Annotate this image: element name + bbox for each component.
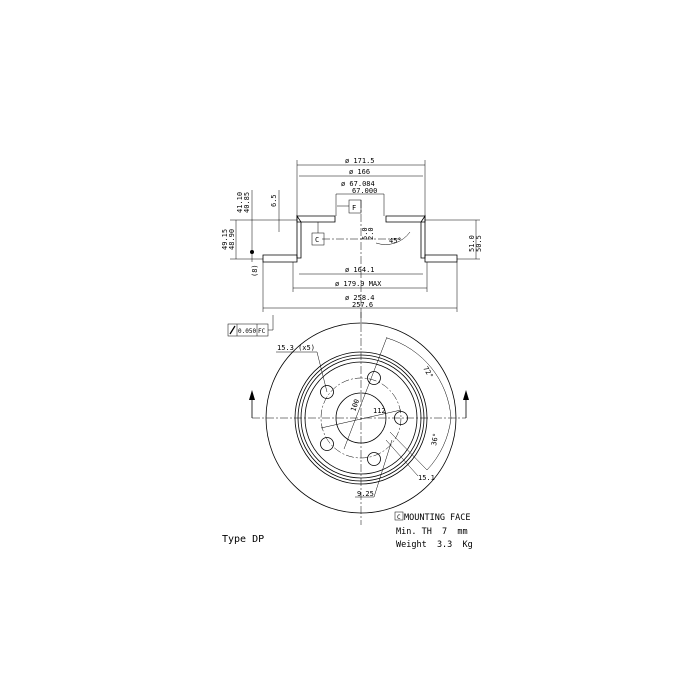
dim-40-85: 40.85 xyxy=(243,192,251,213)
dim-41-10: 41.10 xyxy=(236,192,244,213)
dim-15-1: 15.1 xyxy=(418,474,435,482)
angle-72: 72° xyxy=(421,365,434,380)
runout-symbol-icon xyxy=(229,325,236,335)
dim-5-0: 5.0 xyxy=(361,227,369,240)
weight-note: Weight 3.3 Kg xyxy=(396,540,473,550)
hat-wall-left xyxy=(296,214,302,259)
cross-section-view: ø 171.5 ø 166 ø 67.084 67.000 F C 6.5 41… xyxy=(221,157,483,320)
dim-166: ø 166 xyxy=(349,168,370,176)
bolt-hole xyxy=(320,437,334,451)
notes: C MOUNTING FACE Min. TH 7 mm Weight 3.3 … xyxy=(222,511,473,550)
dim-51-0: 51.0 xyxy=(468,235,476,252)
hat-top-right xyxy=(385,215,426,223)
arrow-up-icon xyxy=(463,390,469,400)
pcd-100: 100 xyxy=(349,398,361,413)
bolt-hole xyxy=(367,452,381,466)
datum-c: C xyxy=(315,236,319,244)
note-c-label: C xyxy=(397,514,401,521)
dim-171-5: ø 171.5 xyxy=(345,157,375,165)
dim-258-4: ø 258.4 xyxy=(345,294,375,302)
dim-8: (8) xyxy=(251,264,259,277)
mounting-face-note: MOUNTING FACE xyxy=(404,513,471,523)
min-thickness-note: Min. TH 7 mm xyxy=(396,527,468,537)
dim-67-000: 67.000 xyxy=(352,187,377,195)
dim-49-15: 49.15 xyxy=(221,229,229,250)
dim-179-9: ø 179.9 MAX xyxy=(335,280,382,288)
hole-dia: 15.3 (x5) xyxy=(277,344,315,352)
flange-left xyxy=(262,254,298,263)
dim-2-0: 2.0 xyxy=(367,227,375,240)
bolt-hole xyxy=(320,385,334,399)
flange-right xyxy=(424,254,458,263)
datum-c-box xyxy=(394,511,404,521)
angle-36: 36° xyxy=(430,432,440,446)
arrow-up-icon xyxy=(249,390,255,400)
dim-257-6: 257.6 xyxy=(352,301,373,309)
bolt-holes xyxy=(320,371,408,466)
dim-50-5: 50.5 xyxy=(475,235,483,252)
runout-ref: FC xyxy=(258,328,266,335)
hat-wall-right xyxy=(420,214,426,259)
face-view: 0.050 FC 15.3 (x5) 72° 100 112 36° 15.1 … xyxy=(227,310,469,525)
dim-67-084: ø 67.084 xyxy=(341,180,375,188)
dim-6-5: 6.5 xyxy=(270,194,278,207)
dim-48-90: 48.90 xyxy=(228,229,236,250)
dim-9-25: 9.25 xyxy=(357,490,374,498)
dim-112: 112 xyxy=(373,407,386,415)
hat-top-left xyxy=(296,215,336,223)
runout-value: 0.050 xyxy=(238,328,256,335)
datum-f: F xyxy=(352,204,356,212)
type-label: Type DP xyxy=(222,534,264,545)
angle-45: 45° xyxy=(389,237,402,245)
dim-164-1: ø 164.1 xyxy=(345,266,375,274)
